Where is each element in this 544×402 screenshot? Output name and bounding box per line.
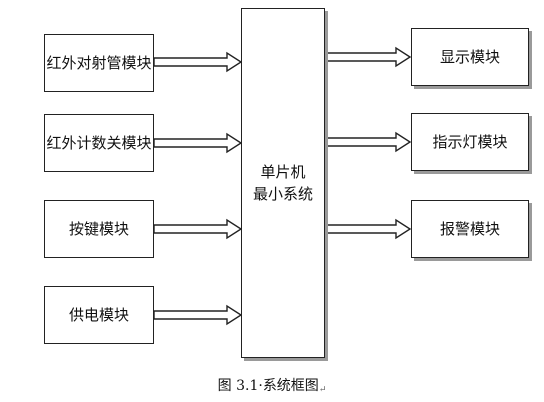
caption-separator: · (258, 378, 263, 394)
ir-counter-module-label: 红外计数关模块 (46, 133, 152, 152)
power-module-label: 供电模块 (68, 305, 129, 324)
arrow-mcu-to-display (325, 46, 412, 68)
mcu-label-line2: 最小系统 (252, 185, 313, 203)
alarm-module-label: 报警模块 (439, 219, 500, 238)
indicator-led-module-label: 指示灯模块 (432, 132, 508, 151)
figure-number: 图 3.1 (217, 378, 259, 394)
display-module-label: 显示模块 (439, 47, 500, 66)
ir-beam-module-box: 红外对射管模块 (44, 34, 154, 92)
arrow-key-to-mcu (153, 218, 243, 240)
paragraph-mark: ↵ (318, 385, 327, 395)
ir-counter-module-box: 红外计数关模块 (44, 114, 154, 172)
indicator-led-module-box: 指示灯模块 (411, 113, 529, 171)
arrow-mcu-to-indicator (325, 131, 412, 153)
arrow-ir-counter-to-mcu (153, 132, 243, 154)
arrow-ir-beam-to-mcu (153, 51, 243, 73)
key-module-label: 按键模块 (68, 219, 129, 238)
alarm-module-box: 报警模块 (411, 200, 529, 258)
mcu-label-line1: 单片机 (260, 163, 306, 181)
display-module-box: 显示模块 (411, 28, 529, 86)
key-module-box: 按键模块 (44, 200, 154, 258)
arrow-power-to-mcu (153, 304, 243, 326)
figure-title: 系统框图 (262, 378, 319, 394)
ir-beam-module-label: 红外对射管模块 (46, 53, 152, 72)
mcu-minimum-system-box: 单片机 最小系统 (241, 8, 325, 358)
power-module-box: 供电模块 (44, 286, 154, 344)
figure-caption: 图 3.1·系统框图↵ (0, 375, 544, 395)
arrow-mcu-to-alarm (325, 218, 412, 240)
